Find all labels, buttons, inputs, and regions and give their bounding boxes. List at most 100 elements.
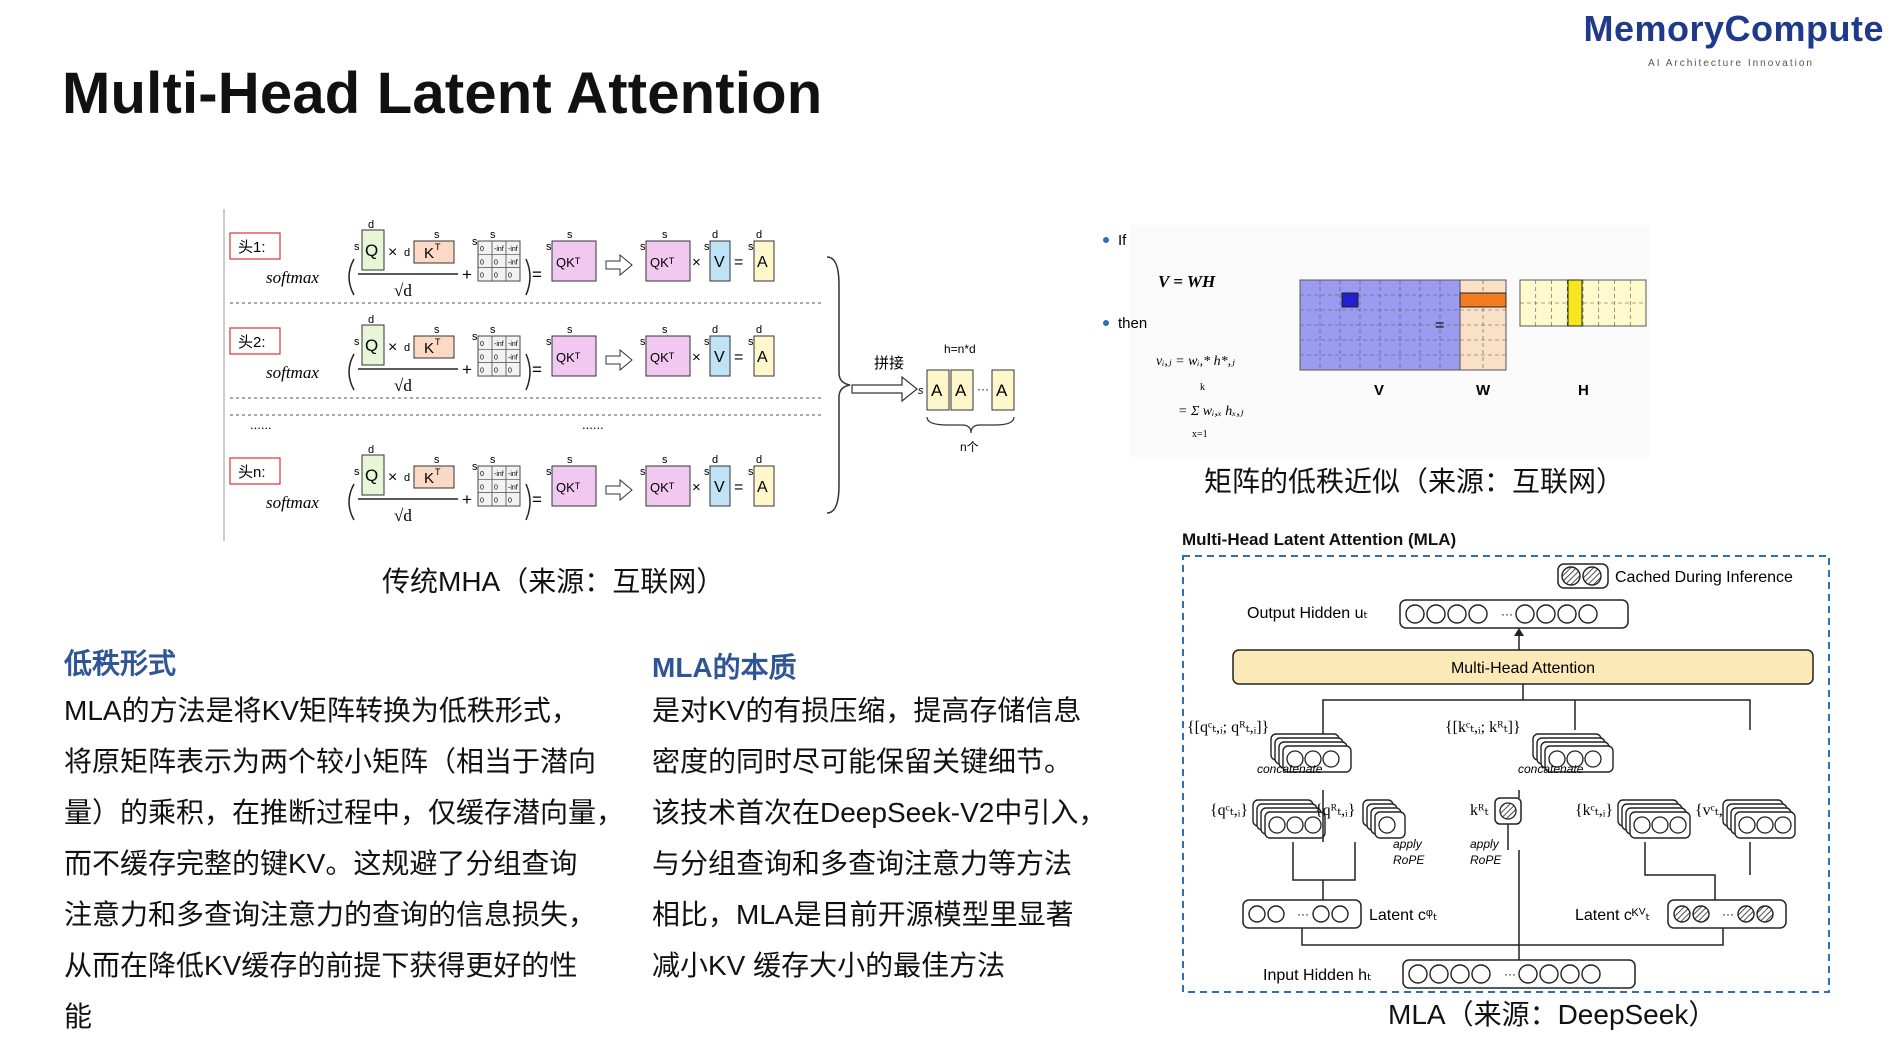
mask-cell: 0 [494,368,498,375]
dots-label: ··· [1722,907,1734,921]
svg-text:=: = [734,349,743,366]
mask-cell: 0 [494,259,498,266]
dim-label: s [490,324,496,336]
svg-text:×: × [692,479,701,496]
sqrt-d-label: √d [394,281,412,300]
n-count-label: n个 [960,440,979,454]
dim-label: s [662,229,668,241]
dim-s-label: s [918,385,924,397]
dim-label: s [434,454,440,466]
svg-text:×: × [388,244,397,261]
matrix-v [1299,279,1461,371]
dim-label: s [434,324,440,336]
dim-label: d [368,444,374,456]
svg-text:×: × [388,339,397,356]
qkt-matrix-label: QKᵀ [650,255,675,270]
dim-label: s [662,454,668,466]
dim-label: d [756,229,762,241]
dim-label: s [748,466,754,478]
mask-cell: -inf [508,259,518,266]
svg-text:+: + [462,360,472,379]
dim-label: d [368,314,374,326]
svg-text:=: = [734,254,743,271]
qkt-matrix-label: QKᵀ [556,480,581,495]
dots-label: ··· [1504,967,1516,981]
transpose-label: T [435,467,441,477]
qkt-matrix-label: QKᵀ [650,350,675,365]
dots-label: ··· [1297,907,1309,921]
sqrt-d-label: √d [394,376,412,395]
ellipsis: ...... [582,417,604,432]
svg-text:+: + [462,490,472,509]
head-label: 头n: [238,464,266,481]
lowrank-diagram: If V = WH then vᵢ,ⱼ = wᵢ,* h*,ⱼ k = Σ wᵢ… [1103,225,1650,457]
dim-label: s [704,466,710,478]
concat-a-2: A [955,381,967,400]
logo-text: MemoryCompute [1583,8,1884,49]
a-matrix-label: A [757,349,768,366]
transpose-label: T [435,337,441,347]
mask-cell: -inf [508,246,518,253]
v-matrix-label: V [714,349,725,366]
head-label: 头2: [238,334,266,351]
paragraph-line: 密度的同时尽可能保留关键细节。 [652,746,1073,777]
mla-figure-title: Multi-Head Latent Attention (MLA) [1182,530,1457,549]
legend-label: Cached During Inference [1615,569,1793,586]
dim-label: s [472,461,478,473]
paragraph-line: 相比，MLA是目前开源模型里显著 [652,899,1074,930]
softmax-label: softmax [266,493,319,512]
svg-text:=: = [532,490,542,509]
transpose-label: T [435,242,441,252]
dim-label: s [546,466,552,478]
paragraph-line: 而不缓存完整的键KV。这规避了分组查询 [64,848,578,879]
qc-label: {qᶜₜ,ᵢ} [1210,802,1248,819]
v-matrix-label: V [714,254,725,271]
paragraph-line: 将原矩阵表示为两个较小矩阵（相当于潜向 [64,746,597,777]
concat-label: 拼接 [874,355,904,372]
dim-label: d [404,472,410,484]
paragraph-line: 能 [64,1001,93,1032]
latent-q-label: Latent cᵠₜ [1369,907,1438,924]
dim-label: d [368,219,374,231]
essence-paragraph: 是对KV的有损压缩，提高存储信息密度的同时尽可能保留关键细节。该技术首次在Dee… [652,685,1106,991]
dim-label: s [472,331,478,343]
dim-label: d [712,324,718,336]
k-matrix-label: K [424,245,434,262]
q-concat-label: {[qᶜₜ,ᵢ; qᴿₜ,ᵢ]} [1187,719,1269,736]
dim-label: s [490,229,496,241]
input-hidden-label: Input Hidden hₜ [1263,967,1372,984]
mla-diagram: Cached During Inference Output Hidden uₜ… [1182,555,1830,993]
mask-cell: 0 [508,498,512,505]
rope-label-k: RoPE [1470,853,1502,867]
kc-label: {kᶜₜ,ᵢ} [1575,802,1613,819]
label-v: V [1374,382,1384,399]
concat-label-q: concatenate [1257,762,1323,776]
mask-cell: -inf [494,341,504,348]
paragraph-line: 从而在降低KV缓存的前提下获得更好的性 [64,950,578,981]
essence-heading: MLA的本质 [652,652,797,683]
concat-a-1: A [931,381,943,400]
dim-label: s [748,241,754,253]
dim-label: d [712,454,718,466]
mask-cell: 0 [480,246,484,253]
matrix-h [1519,279,1647,327]
paragraph-line: 量）的乘积，在推断过程中，仅缓存潜向量， [64,797,625,828]
dim-label: s [546,241,552,253]
q-matrix-label: Q [365,241,378,260]
dim-label: d [712,229,718,241]
softmax-label: softmax [266,363,319,382]
dim-label: d [756,324,762,336]
qkt-matrix-label: QKᵀ [650,480,675,495]
mask-cell: 0 [508,273,512,280]
v-matrix-label: V [714,479,725,496]
dim-label: s [490,454,496,466]
mha-caption: 传统MHA（来源：互联网） [382,566,725,597]
concat-label-k: concatenate [1518,762,1584,776]
apply-label-k: apply [1470,837,1500,851]
eq-sum: = Σ wᵢ,ₓ hₓ,ⱼ [1178,404,1244,419]
mask-cell: 0 [480,471,484,478]
paragraph-line: 该技术首次在DeepSeek-V2中引入， [652,797,1107,828]
